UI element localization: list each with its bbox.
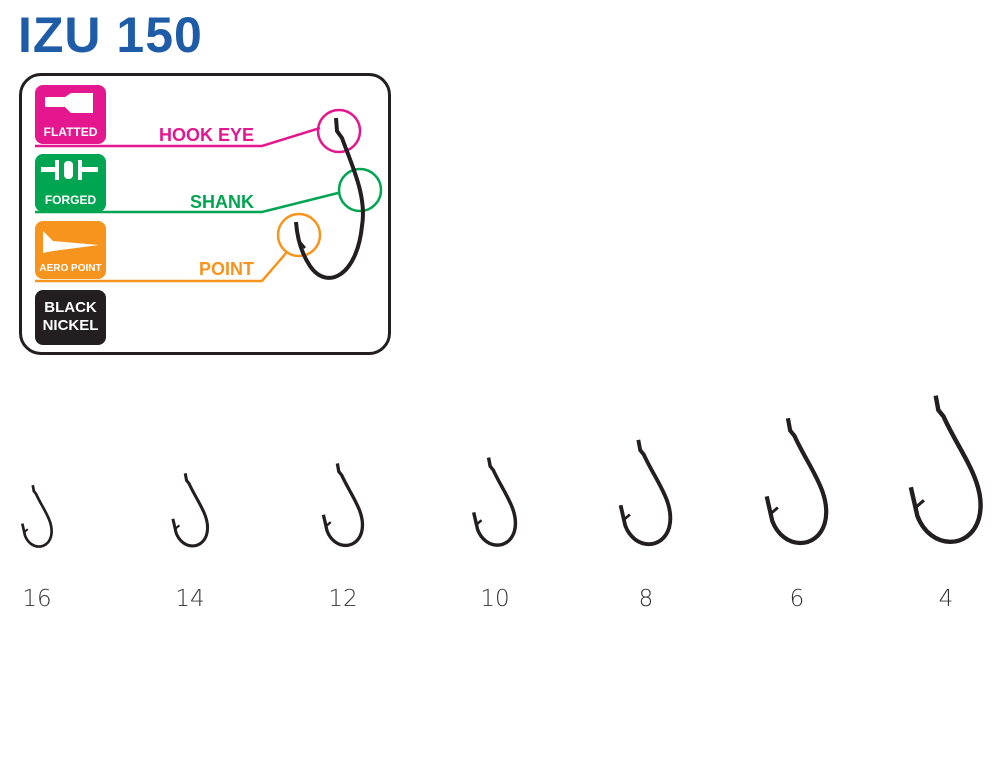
hook-illustration [294, 117, 365, 280]
hook-size-12 [321, 463, 364, 548]
hook-size-label: 12 [328, 586, 358, 612]
hook-size-10 [472, 457, 518, 547]
product-title: IZU 150 [18, 7, 203, 63]
hook-size-6 [764, 417, 829, 546]
hook-size-label: 8 [638, 586, 654, 612]
hook-size-label: 10 [480, 586, 510, 612]
badge-label: AERO POINT [39, 263, 102, 274]
badge-label: BLACK [44, 299, 97, 316]
hook-barb [298, 240, 306, 249]
hook-size-label: 16 [22, 586, 52, 612]
shank-circle [337, 167, 383, 213]
flatted-icon [45, 93, 93, 113]
hook-eye-circle [316, 108, 362, 154]
feature-hook-eye: HOOK EYE [158, 125, 254, 145]
badge-label: FLATTED [43, 125, 98, 139]
badge-label: NICKEL [42, 317, 99, 334]
badge-black-nickel: BLACK NICKEL [35, 290, 106, 345]
feature-point: POINT [198, 259, 254, 279]
hook-eye-leader-line [35, 126, 321, 148]
hook-diagram [35, 108, 383, 283]
hook-size-4 [908, 395, 983, 544]
shank-leader-line [35, 191, 339, 214]
badge-flatted: FLATTED [35, 85, 106, 144]
hook-size-label: 4 [938, 586, 954, 612]
badge-aero-point: AERO POINT [35, 221, 106, 279]
hook-size-14 [170, 473, 209, 548]
aero-point-icon [43, 231, 99, 253]
badge-label: FORGED [44, 193, 97, 207]
hook-size-label: 14 [175, 586, 205, 612]
hook-size-8 [618, 439, 673, 546]
point-circle [276, 212, 322, 258]
badge-forged: FORGED [35, 154, 106, 212]
hook-size-label: 6 [789, 586, 805, 612]
forged-icon [41, 160, 98, 180]
point-leader-line [35, 251, 288, 283]
feature-legend: FLATTED FORGED AERO POINT BLACK NICKEL H… [19, 73, 391, 355]
hook-size-16 [20, 484, 53, 548]
feature-shank: SHANK [189, 192, 254, 212]
